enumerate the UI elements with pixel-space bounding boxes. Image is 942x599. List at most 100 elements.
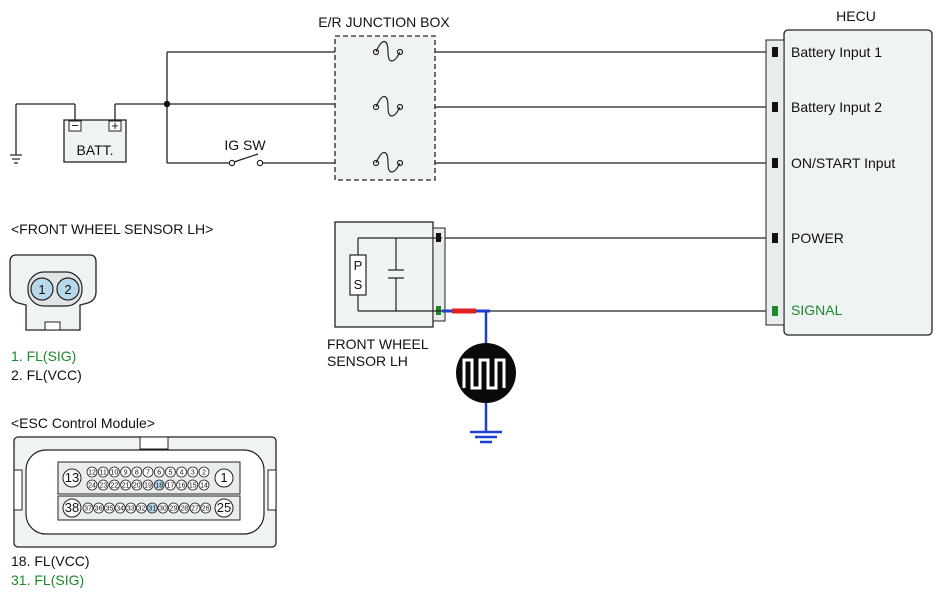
esc-pin-number: 29 [170, 506, 178, 513]
esc-pin-socket [176, 466, 188, 478]
esc-pin-socket [142, 479, 154, 491]
esc-pin-socket [153, 466, 165, 478]
esc-pin-number: 26 [202, 506, 210, 513]
esc-pin-number: 33 [127, 506, 135, 513]
fuse-icon [372, 40, 404, 62]
sensor-legend-2: 2. FL(VCC) [11, 367, 82, 383]
esc-pin-socket [200, 502, 212, 514]
esc-pin-number: 14 [200, 483, 208, 490]
battery-plus-label: + [111, 118, 119, 133]
esc-pin-socket [125, 502, 137, 514]
esc-pin-socket [164, 466, 176, 478]
esc-pin-number: 20 [133, 483, 141, 490]
esc-pin-number: 32 [138, 506, 146, 513]
hecu-pin-on-start-input: ON/START Input [791, 155, 895, 171]
hecu-pin-power: POWER [791, 230, 844, 246]
wheel-sensor-block: P S FRONT WHEEL SENSOR LH [327, 221, 446, 369]
esc-pin-socket [86, 466, 98, 478]
esc-pin-number: 21 [122, 483, 130, 490]
esc-pin-number: 6 [157, 470, 161, 477]
esc-pin-number: 34 [116, 506, 124, 513]
junction-box: E/R JUNCTION BOX [318, 14, 450, 181]
hecu: HECU Battery Input 1 Battery Input 2 ON/… [765, 8, 933, 336]
fuse-icon [372, 151, 404, 173]
esc-pin-socket [97, 466, 109, 478]
esc-pin-number: 27 [191, 506, 199, 513]
esc-pin-number: 2 [202, 470, 206, 477]
esc-pin-socket [120, 479, 131, 491]
esc-pin-number: 5 [168, 470, 172, 477]
esc-legend-18: 18. FL(VCC) [11, 553, 90, 569]
sensor-pin-2: 2 [64, 282, 71, 297]
esc-pin-socket [187, 466, 199, 478]
esc-pin-number: 15 [189, 483, 197, 490]
esc-legend-31: 31. FL(SIG) [11, 572, 84, 588]
hecu-pin-battery-input-2: Battery Input 2 [791, 99, 882, 115]
esc-pin-number: 30 [159, 506, 167, 513]
esc-pin-number: 35 [106, 506, 114, 513]
esc-pin-socket [131, 466, 143, 478]
esc-pin-socket [168, 502, 180, 514]
wires [15, 51, 774, 312]
esc-pin-socket [104, 502, 115, 514]
esc-pin-number: 16 [178, 483, 186, 490]
esc-pin-socket [97, 479, 109, 491]
battery-label: BATT. [76, 142, 113, 158]
esc-pin-socket [131, 479, 143, 491]
esc-pin-number: 11 [100, 470, 107, 477]
esc-pin-number: 36 [95, 506, 103, 513]
battery: − + BATT. [63, 118, 127, 163]
sensor-s-label: S [354, 277, 363, 292]
esc-pin-socket [136, 502, 147, 514]
esc-pin-socket [114, 502, 126, 514]
ground-icon [470, 430, 502, 444]
esc-connector-title: <ESC Control Module> [11, 415, 155, 431]
esc-pin-socket [157, 502, 169, 514]
sensor-legend-1: 1. FL(SIG) [11, 348, 76, 364]
esc-pin-socket [142, 466, 154, 478]
esc-pin-socket [198, 466, 210, 478]
esc-pin-socket [164, 479, 176, 491]
esc-pin-38: 38 [65, 500, 79, 515]
esc-pin-socket [82, 502, 94, 514]
hecu-pin-battery-input-1: Battery Input 1 [791, 44, 882, 60]
sensor-label-line2: SENSOR LH [327, 353, 408, 369]
sensor-connector-title: <FRONT WHEEL SENSOR LH> [11, 221, 213, 237]
esc-pin-25: 25 [217, 500, 231, 515]
esc-pin-number: 4 [180, 470, 184, 477]
esc-pin-socket [198, 479, 210, 491]
ig-switch: IG SW [224, 137, 266, 167]
ig-switch-label: IG SW [224, 137, 266, 153]
esc-pin-number: 28 [180, 506, 188, 513]
esc-pin-socket [86, 479, 98, 491]
esc-pin-number: 23 [99, 483, 107, 490]
esc-pin-number: 3 [191, 470, 195, 477]
esc-pin-socket [109, 479, 120, 491]
battery-minus-label: − [71, 118, 79, 133]
hecu-label: HECU [836, 8, 876, 24]
sensor-label-line1: FRONT WHEEL [327, 336, 429, 352]
esc-pin-number: 12 [88, 470, 96, 477]
esc-pin-number: 24 [88, 483, 96, 490]
esc-pin-13: 13 [65, 470, 79, 485]
esc-pin-number: 19 [144, 483, 152, 490]
sensor-connector: <FRONT WHEEL SENSOR LH> 1 2 1. FL(SIG) 2… [9, 221, 213, 383]
esc-pin-socket [189, 502, 201, 514]
esc-pin-socket [120, 466, 131, 478]
esc-pin-socket [109, 466, 120, 478]
esc-pin-socket [93, 502, 105, 514]
esc-pin-number: 7 [146, 470, 150, 477]
fuse-icon [372, 95, 404, 117]
junction-box-label: E/R JUNCTION BOX [318, 14, 450, 30]
esc-pin-number: 8 [135, 470, 139, 477]
sensor-p-label: P [354, 258, 363, 273]
esc-pin-socket [146, 502, 158, 514]
esc-pin-number: 18 [155, 483, 163, 490]
ground-icon [10, 154, 22, 164]
esc-pin-socket [153, 479, 165, 491]
esc-pin-number: 37 [84, 506, 92, 513]
esc-pin-socket [187, 479, 199, 491]
